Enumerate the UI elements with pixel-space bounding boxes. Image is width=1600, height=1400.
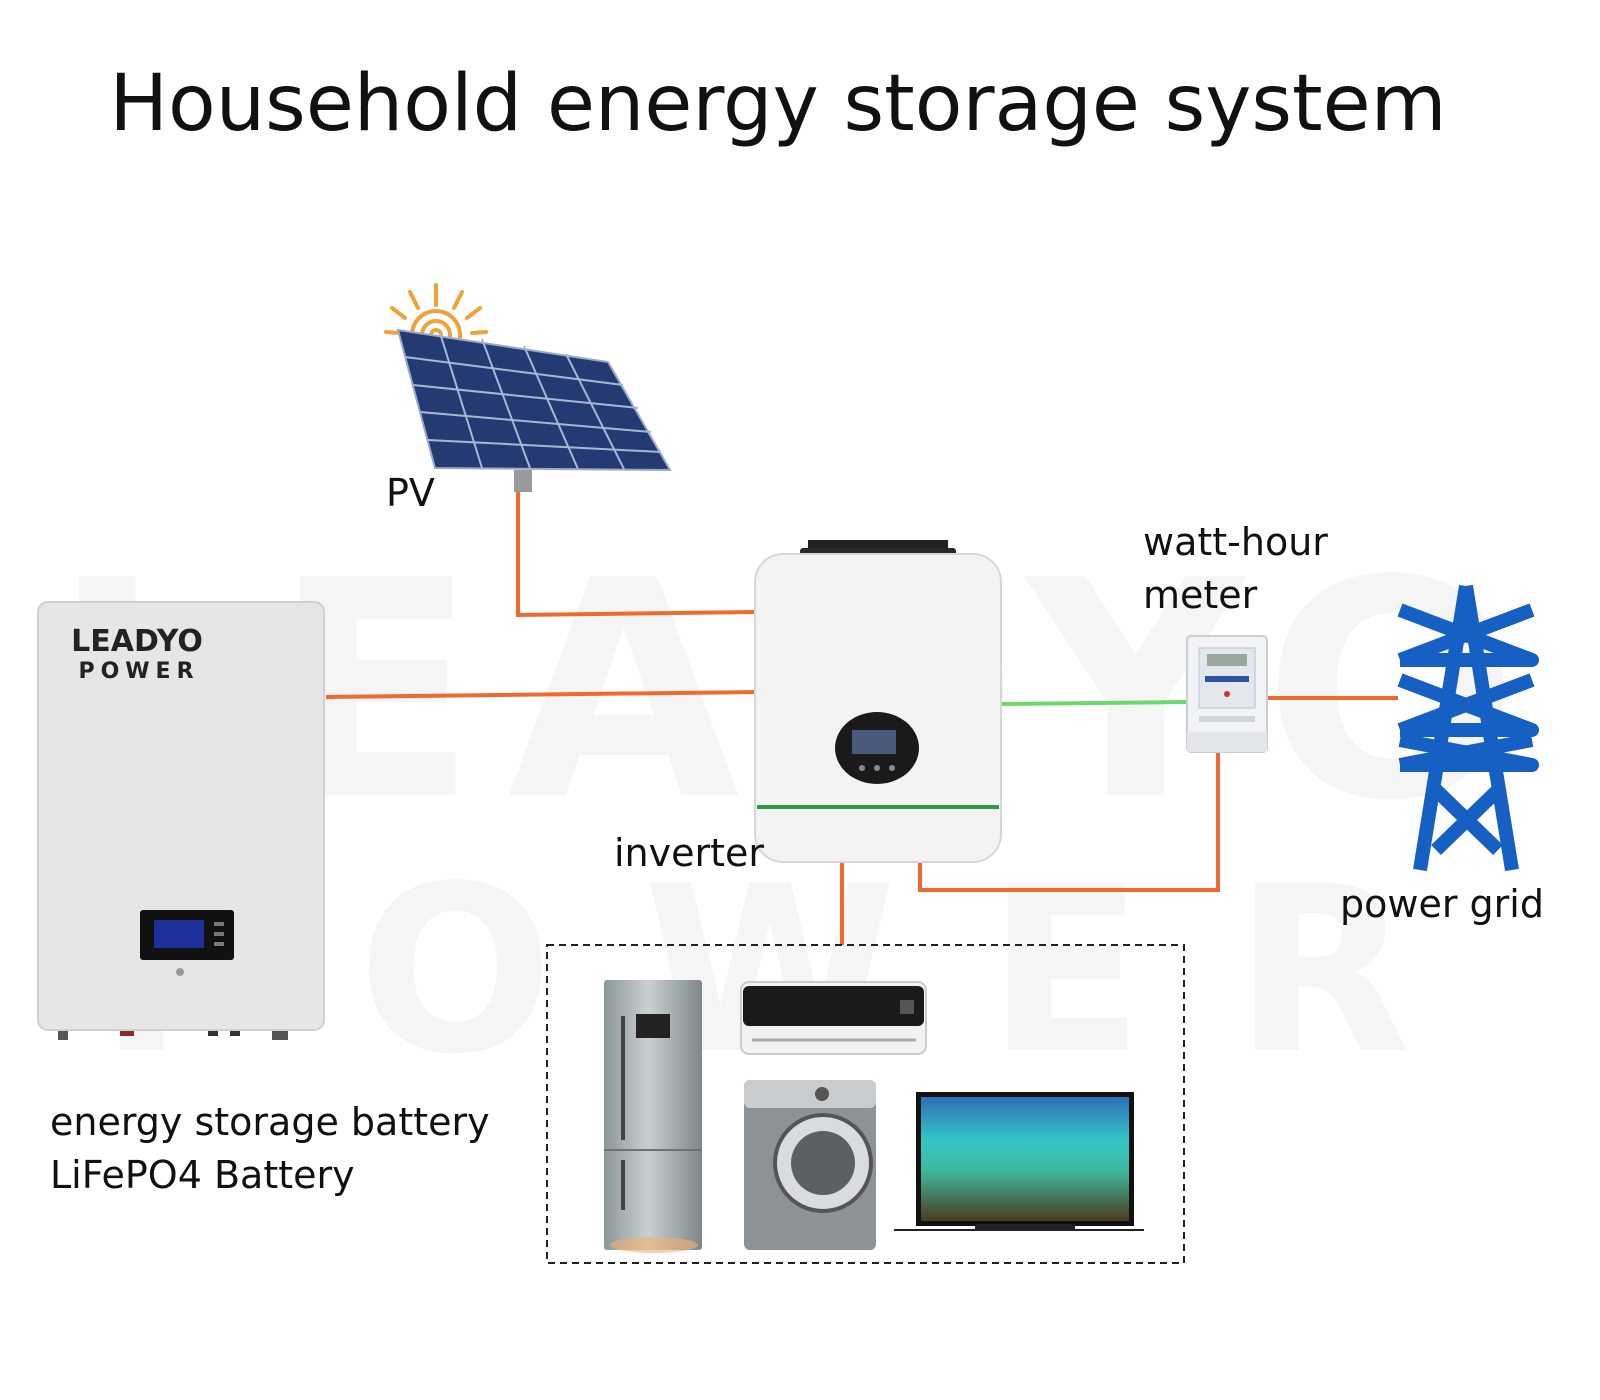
watt-hour-meter-icon: [1186, 635, 1268, 753]
pv-to-inverter-line: [516, 488, 756, 618]
inverter-to-meter-line: [999, 700, 1188, 706]
inverter-icon: [754, 540, 1002, 863]
connection-lines: [325, 488, 1398, 945]
meter-to-inverter-return-line: [918, 752, 1220, 892]
refrigerator-icon: [604, 980, 702, 1253]
power-grid-label: power grid: [1340, 882, 1544, 926]
battery-label-line2: LiFePO4 Battery: [50, 1153, 355, 1197]
watt-hour-meter-label-line2: meter: [1143, 573, 1258, 617]
battery-logo-line1: LEADYO: [71, 624, 203, 659]
pv-label: PV: [386, 471, 435, 515]
battery-label-line1: energy storage battery: [50, 1100, 490, 1144]
household-loads-box: [546, 944, 1185, 1264]
power-tower-icon: [1397, 584, 1539, 872]
watt-hour-meter-label-line1: watt-hour: [1143, 520, 1328, 564]
battery-to-inverter-line: [325, 690, 761, 699]
washing-machine-icon: [744, 1080, 876, 1250]
solar-panel-icon: [396, 328, 672, 492]
battery-icon: [37, 601, 325, 1040]
television-icon: [894, 1092, 1144, 1231]
battery-logo-line2: POWER: [78, 659, 199, 684]
inverter-label: inverter: [614, 831, 764, 875]
air-conditioner-icon: [740, 981, 927, 1055]
page-title: Household energy storage system: [109, 59, 1446, 149]
